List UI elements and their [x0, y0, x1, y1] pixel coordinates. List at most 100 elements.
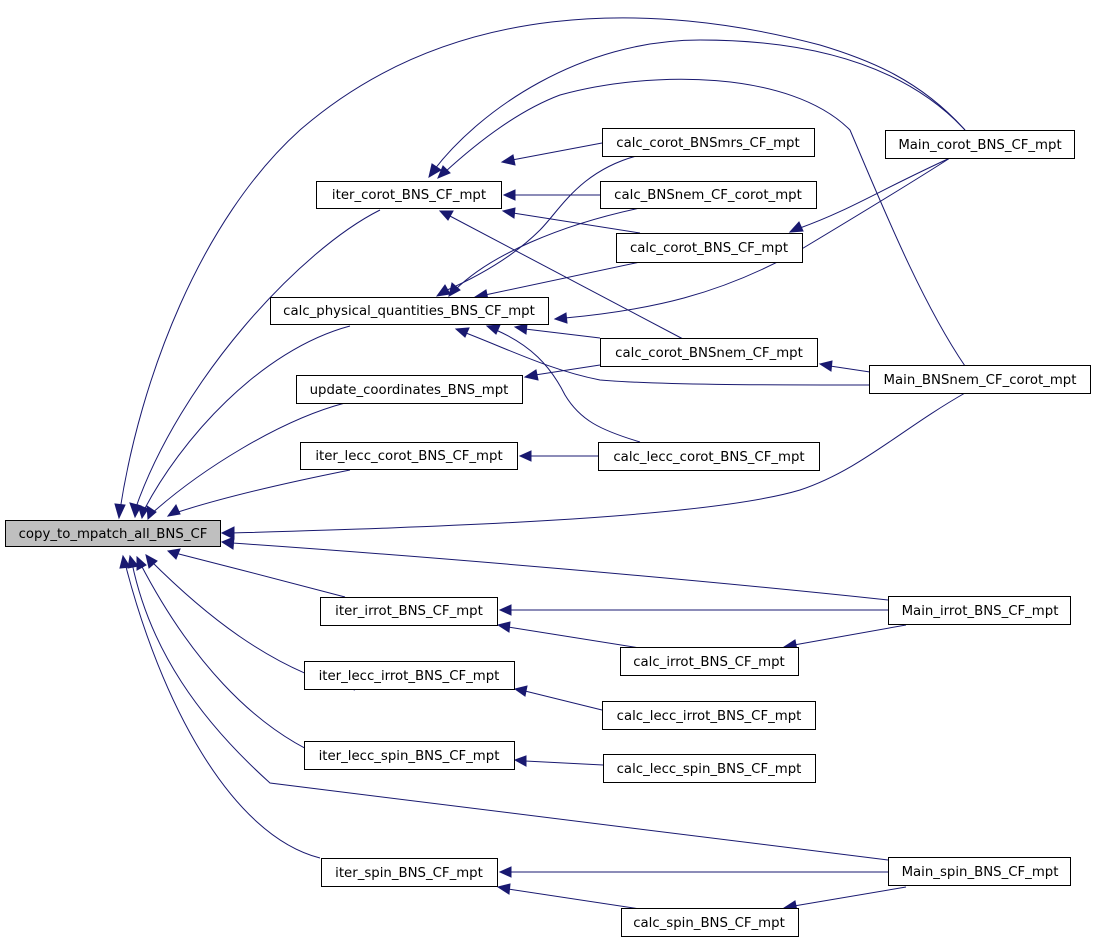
node-label: calc_physical_quantities_BNS_CF_mpt [283, 304, 535, 319]
arrowhead-icon [500, 154, 516, 166]
node-iter-lecc-corot[interactable]: iter_lecc_corot_BNS_CF_mpt [300, 442, 518, 470]
edge-main-irrot-to-root [231, 542, 889, 601]
node-label: calc_irrot_BNS_CF_mpt [633, 655, 785, 670]
node-calc-phys[interactable]: calc_physical_quantities_BNS_CF_mpt [270, 297, 549, 325]
node-iter-lecc-irrot[interactable]: iter_lecc_irrot_BNS_CF_mpt [304, 661, 515, 690]
arrowhead-icon [438, 210, 454, 221]
edge-main-corot-to-iter-corot [433, 39, 966, 171]
arrowhead-icon [137, 504, 149, 520]
edge-iter-corot-to-root [134, 209, 381, 511]
arrowhead-icon [818, 360, 833, 372]
node-label: iter_corot_BNS_CF_mpt [332, 188, 486, 203]
arrowhead-icon [428, 163, 442, 179]
node-label: calc_lecc_irrot_BNS_CF_mpt [617, 709, 802, 724]
arrowhead-icon [435, 284, 451, 297]
arrowhead-icon [448, 282, 461, 297]
arrowhead-icon [145, 554, 158, 569]
node-label: calc_corot_BNSmrs_CF_mpt [616, 136, 799, 151]
node-calc-corot[interactable]: calc_corot_BNS_CF_mpt [616, 233, 803, 263]
node-label: calc_corot_BNS_CF_mpt [630, 241, 788, 256]
edge-iter-irrot-to-root [174, 552, 346, 598]
node-label: Main_BNSnem_CF_corot_mpt [884, 373, 1077, 388]
edge-main-irrot-to-calc-irrot [793, 624, 907, 646]
node-calc-irrot[interactable]: calc_irrot_BNS_CF_mpt [620, 647, 799, 676]
node-calc-corot-mrs[interactable]: calc_corot_BNSmrs_CF_mpt [602, 128, 815, 157]
node-label: Main_corot_BNS_CF_mpt [898, 138, 1061, 153]
node-calc-lecc-spin[interactable]: calc_lecc_spin_BNS_CF_mpt [603, 754, 816, 783]
edge-calc-corot-nem-to-iter-corot [447, 214, 684, 340]
arrowhead-icon [220, 526, 235, 540]
arrowhead-icon [496, 621, 511, 633]
arrowhead-icon [166, 548, 181, 560]
arrowhead-icon [518, 450, 532, 462]
arrowhead-icon [788, 221, 804, 233]
node-label: copy_to_mpatch_all_BNS_CF [19, 527, 208, 542]
edge-calc-spin-to-iter-spin [507, 888, 641, 910]
node-label: iter_lecc_spin_BNS_CF_mpt [319, 749, 500, 764]
arrowhead-icon [136, 555, 147, 571]
node-calc-lecc-corot[interactable]: calc_lecc_corot_BNS_CF_mpt [598, 442, 820, 471]
edge-main-corot-to-root [119, 17, 966, 511]
node-label: iter_lecc_irrot_BNS_CF_mpt [319, 669, 500, 684]
edge-calc-corot-mrs-to-iter-corot [511, 142, 603, 161]
node-update-coord[interactable]: update_coordinates_BNS_mpt [296, 375, 523, 404]
node-iter-spin[interactable]: iter_spin_BNS_CF_mpt [321, 858, 498, 887]
node-iter-lecc-spin[interactable]: iter_lecc_spin_BNS_CF_mpt [304, 741, 515, 770]
node-label: Main_irrot_BNS_CF_mpt [902, 604, 1059, 619]
node-label: calc_lecc_spin_BNS_CF_mpt [617, 762, 802, 777]
edge-main-nem-to-calc-phys [465, 332, 871, 386]
node-calc-lecc-irrot[interactable]: calc_lecc_irrot_BNS_CF_mpt [602, 701, 816, 730]
arrowhead-icon [166, 504, 181, 517]
node-label: calc_spin_BNS_CF_mpt [633, 916, 785, 931]
node-main-corot[interactable]: Main_corot_BNS_CF_mpt [885, 130, 1075, 159]
edge-calc-nem-corot-to-calc-phys [454, 207, 641, 291]
node-label: update_coordinates_BNS_mpt [310, 383, 509, 398]
arrowhead-icon [454, 327, 470, 338]
arrowhead-icon [501, 207, 516, 219]
edge-calc-lecc-irrot-to-iter-lecc-irrot [524, 690, 603, 711]
node-iter-corot[interactable]: iter_corot_BNS_CF_mpt [316, 181, 502, 209]
edges-layer [114, 17, 966, 912]
arrowhead-icon [502, 189, 516, 201]
node-label: iter_lecc_corot_BNS_CF_mpt [315, 449, 502, 464]
arrowhead-icon [127, 554, 139, 569]
arrowhead-icon [119, 554, 131, 569]
edge-update-coord-to-root [149, 402, 346, 516]
arrowhead-icon [496, 883, 511, 895]
node-calc-nem-corot[interactable]: calc_BNSnem_CF_corot_mpt [600, 181, 817, 209]
node-calc-corot-nem[interactable]: calc_corot_BNSnem_CF_mpt [600, 338, 818, 367]
node-main-irrot[interactable]: Main_irrot_BNS_CF_mpt [888, 596, 1071, 625]
node-iter-irrot[interactable]: iter_irrot_BNS_CF_mpt [320, 597, 498, 626]
edge-main-spin-to-root [131, 562, 889, 861]
edge-main-nem-to-root [231, 392, 966, 534]
arrowhead-icon [437, 165, 451, 179]
edge-calc-lecc-corot-to-calc-phys [495, 329, 641, 443]
edge-calc-irrot-to-iter-irrot [507, 626, 641, 649]
node-root[interactable]: copy_to_mpatch_all_BNS_CF [5, 520, 221, 547]
arrowhead-icon [553, 312, 568, 324]
arrowhead-icon [498, 604, 512, 616]
node-calc-spin[interactable]: calc_spin_BNS_CF_mpt [621, 908, 799, 937]
edge-calc-corot-nem-to-calc-phys [524, 328, 601, 339]
nodes-layer: copy_to_mpatch_all_BNS_CF iter_corot_BNS… [5, 128, 1091, 937]
edge-main-nem-to-iter-corot [444, 78, 966, 367]
edge-calc-phys-to-root [142, 325, 351, 513]
arrowhead-icon [513, 755, 527, 767]
edge-main-spin-to-calc-spin [793, 886, 907, 907]
node-main-spin[interactable]: Main_spin_BNS_CF_mpt [888, 857, 1071, 886]
edge-calc-corot-to-calc-phys [484, 261, 641, 296]
node-main-nem[interactable]: Main_BNSnem_CF_corot_mpt [869, 365, 1091, 394]
arrowhead-icon [114, 503, 126, 520]
node-label: iter_spin_BNS_CF_mpt [335, 866, 483, 881]
node-label: iter_irrot_BNS_CF_mpt [335, 604, 483, 619]
node-label: calc_BNSnem_CF_corot_mpt [614, 188, 802, 203]
edge-main-corot-to-calc-corot [799, 157, 951, 229]
edge-iter-lecc-corot-to-root [174, 469, 351, 514]
arrowhead-icon [220, 536, 235, 550]
edge-iter-spin-to-root [124, 562, 321, 859]
edge-calc-corot-nem-to-update-coord [534, 364, 601, 376]
node-label: Main_spin_BNS_CF_mpt [902, 865, 1059, 880]
edge-calc-corot-to-iter-corot [512, 212, 641, 234]
edge-calc-corot-mrs-to-calc-phys [444, 154, 641, 292]
